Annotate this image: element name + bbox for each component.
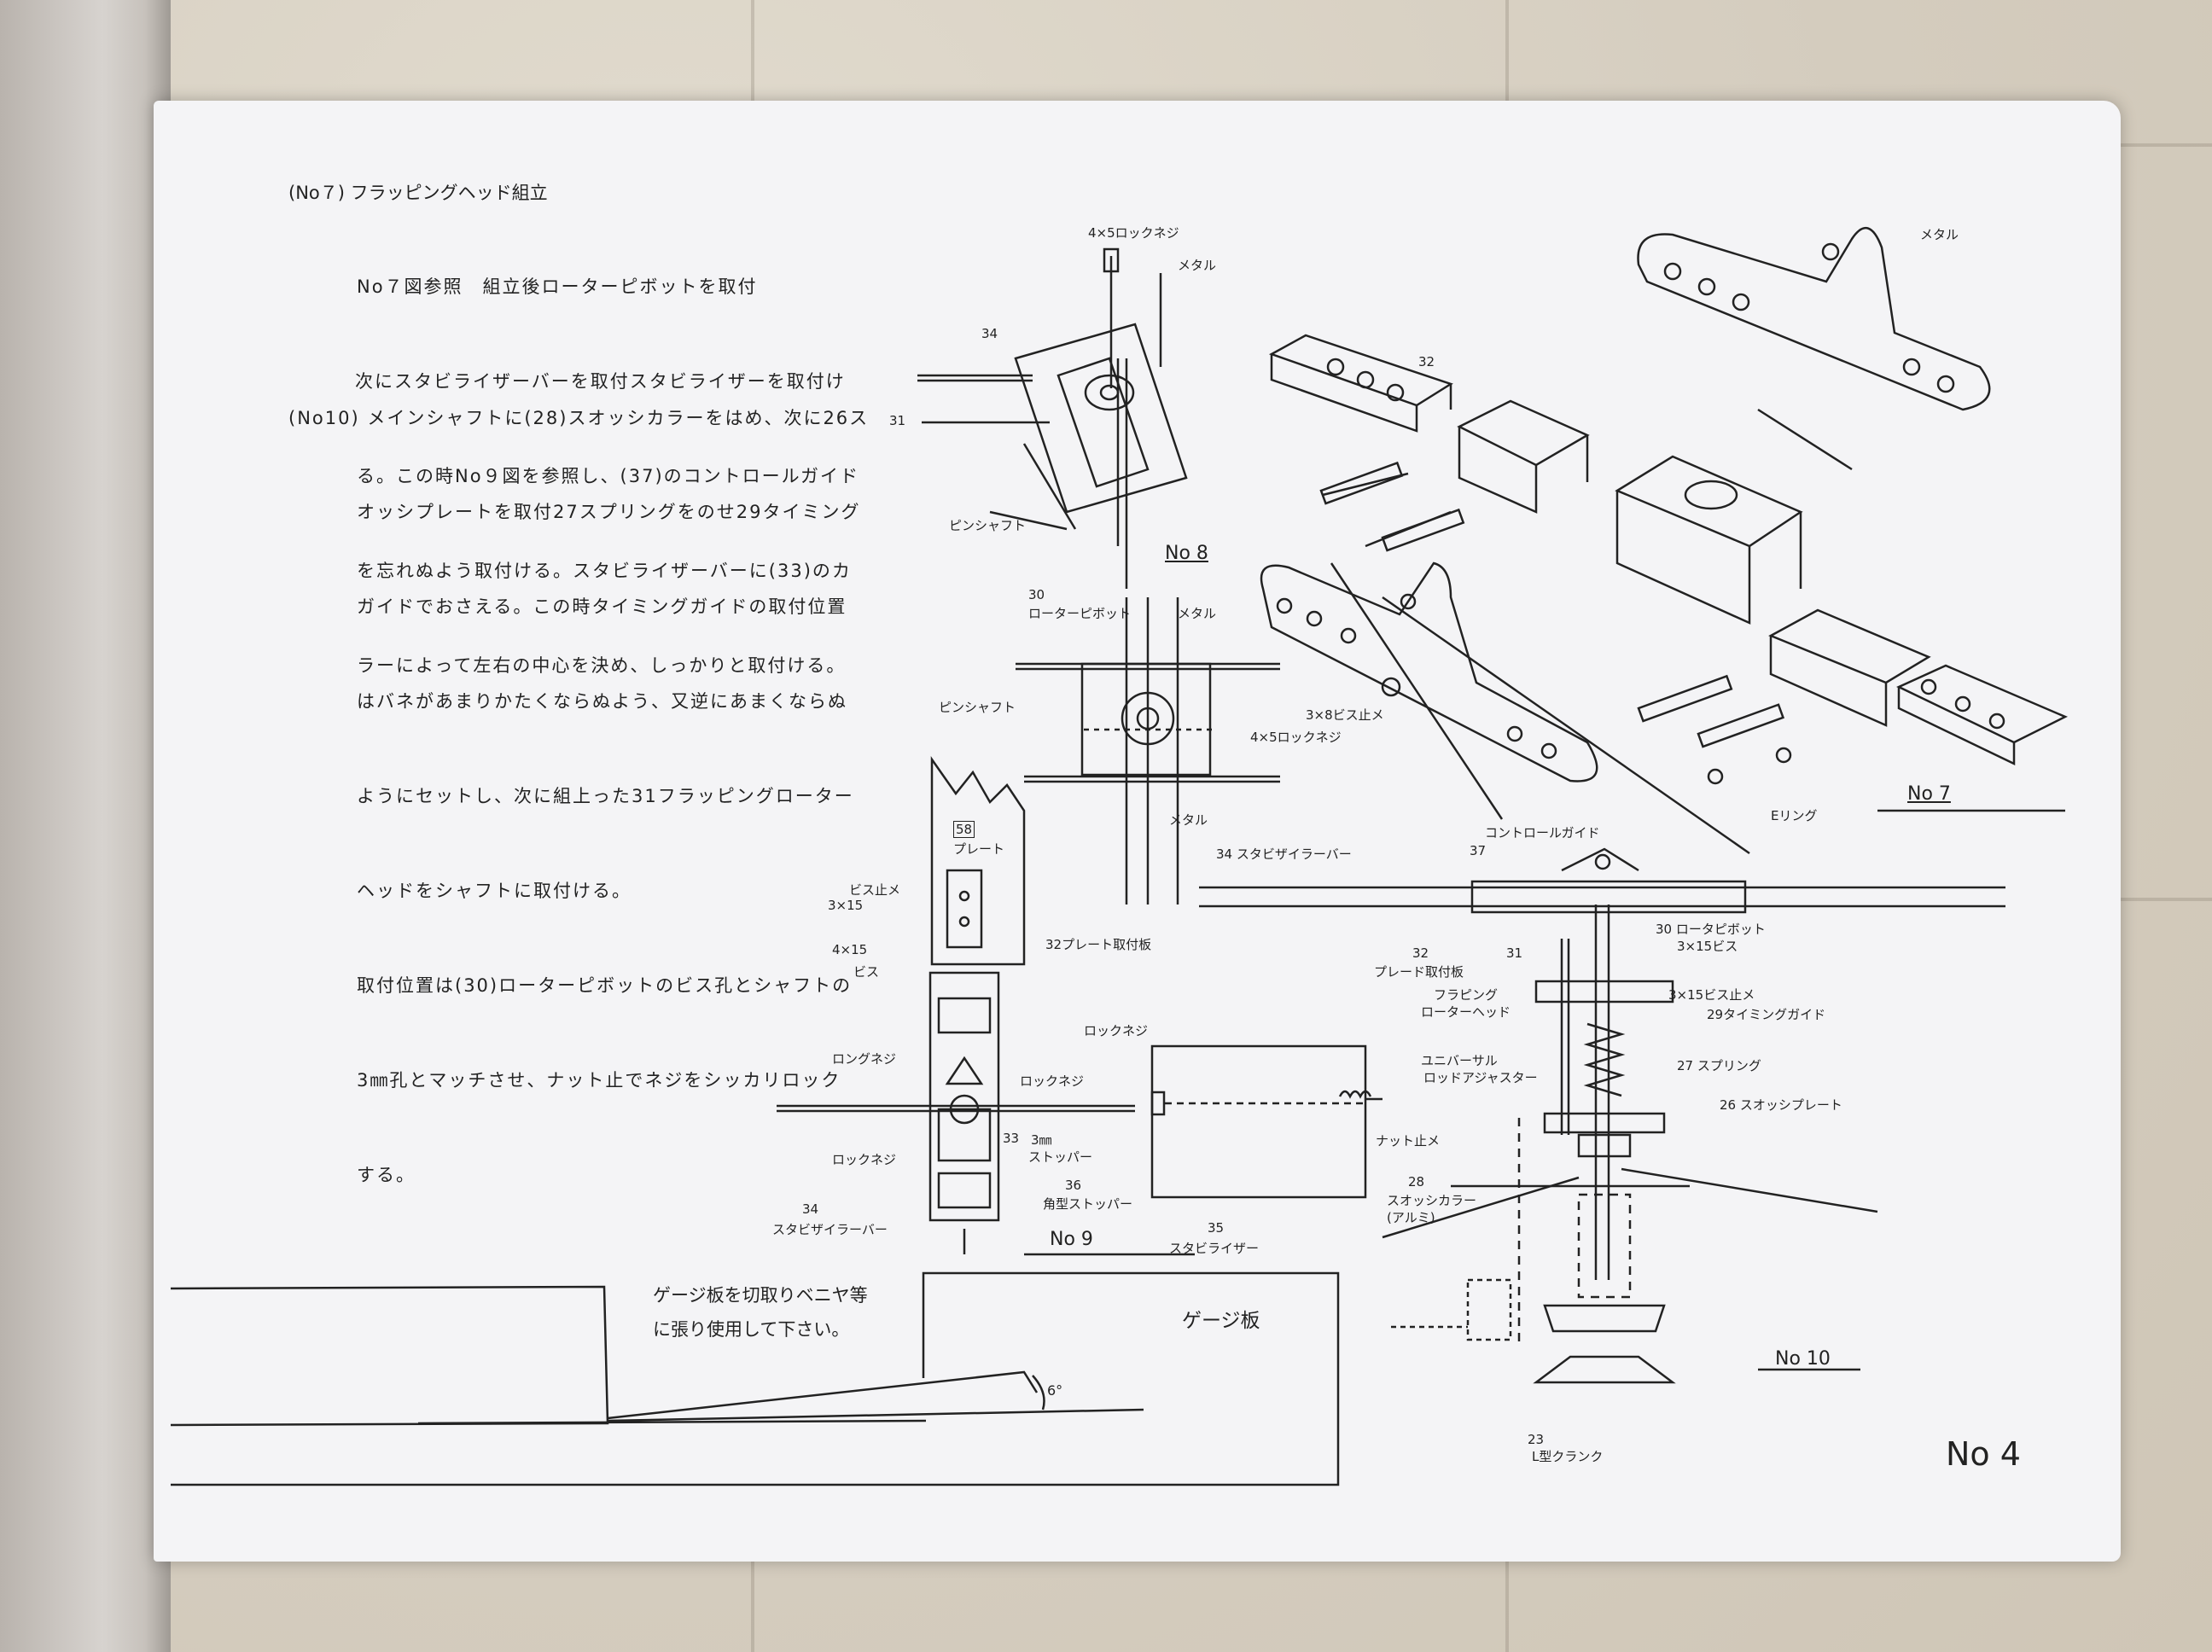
body-line: No７図参照 組立後ローターピボットを取付: [357, 276, 758, 297]
label-no10-swash-plate: 26 スオッシプレート: [1720, 1097, 1842, 1113]
label-no10-rotor-pivot: 30 ロータピボット: [1656, 922, 1766, 937]
section-body-no7: No７図参照 組立後ローターピボットを取付 次にスタビライザーバーを取付スタビラ…: [355, 208, 860, 713]
label-no9-36: 36: [1065, 1178, 1082, 1193]
label-no7-metal: メタル: [1920, 227, 1959, 242]
label-no10-swash-collar: スオッシカラー: [1387, 1193, 1477, 1208]
figure-no9-stabilizer: [777, 756, 1382, 1256]
label-no9-3x15: 3×15: [828, 898, 864, 913]
gauge-plate-label: ゲージ板: [1182, 1310, 1260, 1332]
label-no8-metal-3: メタル: [1169, 812, 1208, 828]
label-no9-stopper: ストッパー: [1028, 1149, 1093, 1165]
body-line: る。この時No９図を参照し、(37)のコントロールガイド: [357, 466, 860, 486]
label-no8-metal-2: メタル: [1178, 606, 1217, 621]
gauge-note-line2: に張り使用して下さい。: [653, 1319, 850, 1340]
body-line: ラーによって左右の中心を決め、しっかりと取付ける。: [357, 655, 847, 676]
label-no10-32: 32: [1412, 945, 1429, 961]
label-no8-31: 31: [889, 413, 906, 428]
body-line: 次にスタビライザーバーを取付スタビライザーを取付け: [355, 371, 846, 392]
body-line: 3㎜孔とマッチさせ、ナット止でネジをシッカリロック: [357, 1070, 841, 1091]
label-no10-28: 28: [1408, 1174, 1425, 1190]
body-line: を忘れぬよう取付ける。スタビライザーバーに(33)のカ: [357, 561, 852, 581]
label-no8-34: 34: [981, 326, 998, 341]
label-no8-30: 30: [1028, 587, 1045, 602]
label-no10-aluminum: (アルミ): [1387, 1210, 1435, 1225]
label-no8-pin-shaft-2: ピンシャフト: [939, 700, 1016, 715]
section-body-no10: オッシプレートを取付27スプリングをのせ29タイミング ガイドでおさえる。この時…: [357, 433, 860, 1223]
label-no10-rotor-head: ローターヘッド: [1421, 1004, 1511, 1020]
label-no9-34: 34: [802, 1201, 819, 1217]
figure-no7-exploded: [1260, 226, 2068, 855]
label-no9-long-screw: ロングネジ: [832, 1051, 897, 1067]
label-no8-lock-screw: 4×5ロックネジ: [1088, 225, 1179, 241]
label-no8-stabilizer-bar: 34 スタビザイラーバー: [1216, 846, 1352, 862]
label-no8-pin-shaft: ピンシャフト: [949, 518, 1027, 533]
body-line: オッシプレートを取付27スプリングをのせ29タイミング: [357, 502, 861, 522]
figure-title-no7: No 7: [1907, 783, 1951, 805]
body-line: ガイドでおさえる。この時タイミングガイドの取付位置: [357, 596, 847, 617]
label-no10-31: 31: [1506, 945, 1523, 961]
label-no9-4x15: 4×15: [832, 942, 868, 957]
figure-gauge-plate: [170, 1271, 1340, 1486]
label-no9-bis: ビス: [853, 964, 880, 980]
label-no9-lock-screw-1: ロックネジ: [1084, 1023, 1149, 1038]
label-no10-37: 37: [1470, 843, 1487, 858]
label-no10-3x15-screw: 3×15ビス: [1677, 939, 1738, 954]
label-no9-stabilizer-bar: スタビザイラーバー: [772, 1222, 888, 1237]
body-line: ヘッドをシャフトに取付ける。: [357, 881, 632, 901]
page-number: No 4: [1946, 1435, 2021, 1473]
figure-no8-top: [917, 247, 1188, 589]
figure-title-no8: No 8: [1165, 543, 1208, 564]
label-no8-lock-screw-2: 4×5ロックネジ: [1250, 730, 1342, 745]
label-no9-33: 33: [1003, 1131, 1020, 1146]
label-no9-58: 58: [953, 821, 975, 838]
label-no10-screw-stop: 3×15ビス止メ: [1668, 987, 1755, 1003]
label-no10-23: 23: [1528, 1432, 1545, 1447]
label-no10-universal: ユニバーサル: [1421, 1053, 1498, 1068]
label-no9-plate-mount: 32プレート取付板: [1045, 937, 1152, 952]
label-no7-e-ring: Eリング: [1771, 808, 1818, 823]
figure-no10-rotor: [1199, 847, 2005, 1384]
body-line: はバネがあまりかたくならぬよう、又逆にあまくならぬ: [357, 691, 847, 712]
figure-title-no9: No 9: [1050, 1229, 1093, 1250]
label-no9-plate: プレート: [953, 841, 1005, 857]
body-line: ようにセットし、次に組上った31フラッピングローター: [357, 786, 854, 806]
label-no10-flapping: フラピング: [1434, 987, 1499, 1003]
label-no10-blade-mount: プレード取付板: [1374, 964, 1464, 980]
section-heading-no7: (No７) フラッピングヘッド組立: [288, 183, 548, 203]
section-heading-no10: (No10) メインシャフトに(28)スオッシカラーをはめ、次に26ス: [288, 408, 870, 428]
label-no9-nut-stop: ナット止メ: [1376, 1133, 1441, 1149]
gauge-angle: 6°: [1047, 1382, 1063, 1399]
label-no10-l-crank: L型クランク: [1532, 1449, 1604, 1464]
label-no8-rotor-pivot: ローターピボット: [1028, 606, 1132, 621]
book-left-page-edge: [0, 0, 171, 1652]
label-no9-3mm: 3㎜: [1031, 1132, 1052, 1148]
label-no9-square-stopper: 角型ストッパー: [1043, 1196, 1133, 1212]
label-no7-screw: 3×8ビス止メ: [1306, 707, 1384, 723]
label-no10-control-guide: コントロールガイド: [1485, 825, 1600, 841]
label-no9-stabilizer: スタビライザー: [1169, 1241, 1260, 1256]
label-no10-timing-guide: 29タイミングガイド: [1707, 1007, 1826, 1022]
body-line: する。: [357, 1165, 416, 1185]
label-no8-metal: メタル: [1178, 258, 1217, 273]
figure-title-no10: No 10: [1775, 1348, 1831, 1370]
label-no9-lock-screw-3: ロックネジ: [832, 1152, 897, 1167]
gauge-note-line1: ゲージ板を切取りベニヤ等: [653, 1285, 868, 1306]
label-no10-rod-adjuster: ロッドアジャスター: [1423, 1070, 1538, 1085]
label-no10-spring: 27 スプリング: [1677, 1058, 1761, 1073]
label-no9-screw: ビス止メ: [849, 882, 901, 898]
label-no9-35: 35: [1208, 1220, 1225, 1236]
label-no7-32: 32: [1418, 354, 1435, 369]
label-no9-lock-screw-2: ロックネジ: [1020, 1073, 1085, 1089]
figure-no8-bottom: [1016, 597, 1280, 905]
manual-page: [154, 101, 2121, 1562]
body-line: 取付位置は(30)ローターピボットのビス孔とシャフトの: [357, 975, 853, 996]
